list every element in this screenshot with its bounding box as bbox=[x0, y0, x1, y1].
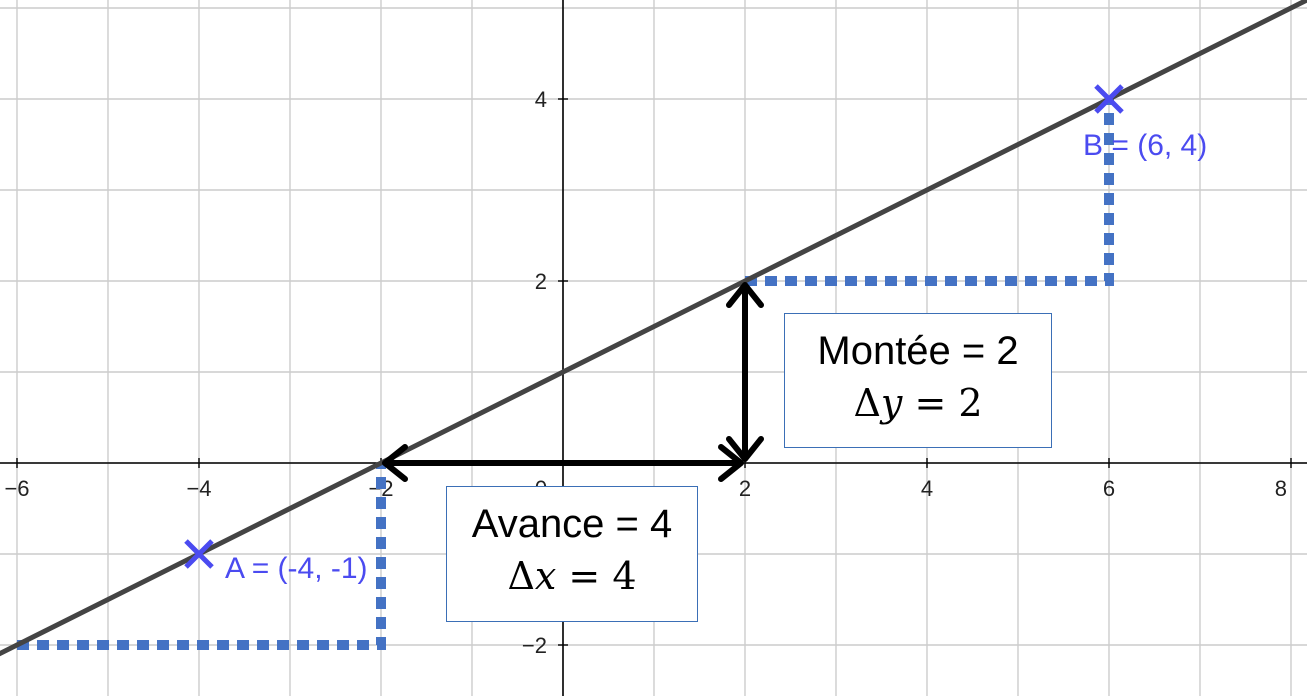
dotted-guides bbox=[17, 99, 1114, 650]
point-marker-stroke bbox=[184, 539, 214, 569]
rise-arrow-head-top bbox=[726, 282, 764, 308]
rise-annotation-box: Montée = 2 Δy = 2 bbox=[784, 313, 1052, 448]
y-tick-label: −2 bbox=[522, 633, 547, 658]
rise-title: Montée = 2 bbox=[817, 329, 1019, 373]
y-tick-label: 4 bbox=[535, 87, 547, 112]
run-arrow-head-right bbox=[718, 444, 744, 482]
y-tick-label: 2 bbox=[535, 269, 547, 294]
tick-labels: −6−4−20246842−2 bbox=[4, 87, 1287, 658]
run-guide-dotted bbox=[17, 463, 386, 650]
point-label-a: A = (-4, -1) bbox=[225, 552, 368, 585]
points: A = (-4, -1) B = (6, 4) bbox=[184, 84, 1207, 585]
point-a: A = (-4, -1) bbox=[184, 539, 368, 585]
run-annotation-box: Avance = 4 Δx = 4 bbox=[446, 486, 698, 622]
run-title: Avance = 4 bbox=[471, 502, 673, 546]
x-tick-label: 4 bbox=[921, 476, 933, 501]
run-equation: Δx = 4 bbox=[507, 554, 637, 598]
rise-equation: Δy = 2 bbox=[853, 381, 983, 425]
rise-arrow-head-bottom bbox=[726, 436, 764, 462]
point-marker-stroke bbox=[1094, 84, 1124, 114]
run-arrow-head-left bbox=[382, 444, 408, 482]
x-tick-label: −4 bbox=[186, 476, 211, 501]
point-label-b: B = (6, 4) bbox=[1083, 129, 1207, 162]
x-tick-label: 6 bbox=[1103, 476, 1115, 501]
x-tick-label: 8 bbox=[1275, 476, 1287, 501]
measure-arrows bbox=[382, 282, 764, 482]
point-b: B = (6, 4) bbox=[1083, 84, 1207, 162]
rise-guide-dotted bbox=[745, 99, 1114, 286]
x-tick-label: 2 bbox=[739, 476, 751, 501]
x-tick-label: −6 bbox=[4, 476, 29, 501]
